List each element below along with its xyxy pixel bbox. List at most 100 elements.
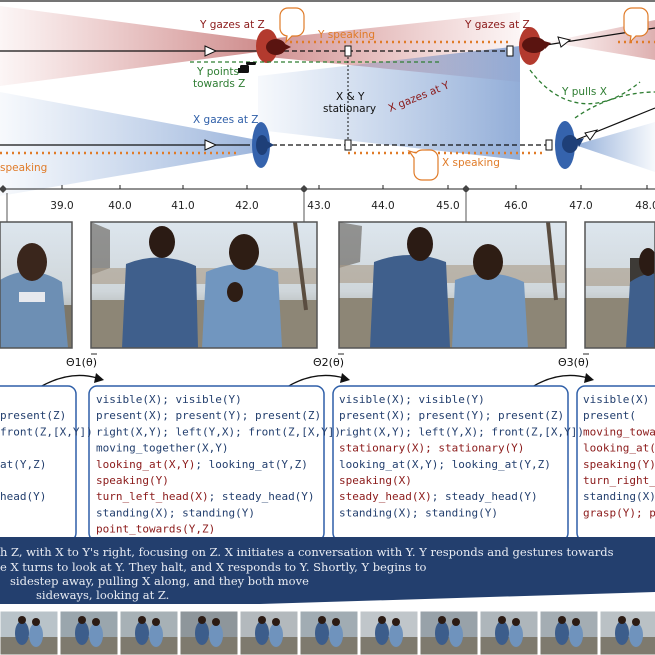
filmstrip-ground bbox=[240, 637, 298, 655]
predicate-line: front(Z,[X,Y]) bbox=[0, 425, 93, 438]
x-actor-head-1 bbox=[256, 135, 268, 155]
x-track-keyframe-2 bbox=[545, 139, 553, 151]
y-actor-head-2 bbox=[522, 37, 546, 53]
filmstrip-border bbox=[539, 610, 599, 655]
label-x-speaking-left: speaking bbox=[0, 162, 47, 174]
label-x-speaking-right: X speaking bbox=[442, 157, 500, 169]
predicate-line: head(Y) bbox=[0, 490, 46, 503]
filmstrip-border bbox=[359, 610, 419, 655]
photo-border-1 bbox=[90, 221, 318, 349]
y-actor-head-1 bbox=[266, 39, 286, 55]
filmstrip-ground bbox=[360, 637, 418, 655]
filmstrip-ground bbox=[120, 637, 178, 655]
y-speech-bubble-right bbox=[623, 7, 649, 44]
filmstrip-figure bbox=[629, 623, 643, 647]
filmstrip-ground bbox=[0, 637, 58, 655]
caption-line-3: sidestep away, pulling X along, and they… bbox=[10, 574, 309, 588]
caption-background bbox=[0, 537, 655, 604]
predicate-boxes: present(Z)front(Z,[X,Y])at(Y,Z)head(Y)vi… bbox=[0, 385, 655, 542]
y-track-arrow-1 bbox=[204, 45, 218, 57]
filmstrip-head bbox=[392, 618, 400, 626]
predicate-line: present( bbox=[583, 409, 636, 422]
predicate-line: present(Z) bbox=[0, 409, 66, 422]
y-actor-nose-1 bbox=[283, 43, 291, 51]
filmstrip-ground bbox=[480, 637, 538, 655]
filmstrip-figure bbox=[495, 621, 509, 645]
photo-frame-0 bbox=[0, 222, 72, 348]
filmstrip-head bbox=[438, 616, 446, 624]
axis-tick-label: 44.0 bbox=[371, 200, 394, 212]
predicate-line: speaking(Y) bbox=[583, 458, 655, 471]
filmstrip-head bbox=[138, 616, 146, 624]
x-track-arrow-1 bbox=[204, 139, 218, 151]
label-stationary-2: stationary bbox=[323, 103, 376, 115]
filmstrip-border bbox=[119, 610, 179, 655]
transition-arrowhead-2 bbox=[340, 373, 350, 383]
filmstrip bbox=[0, 610, 655, 655]
label-y-pulls-x: Y pulls X bbox=[561, 86, 607, 98]
y-speech-bubble bbox=[279, 7, 305, 44]
filmstrip-figure bbox=[89, 623, 103, 647]
y-gaze-cone-left bbox=[0, 6, 258, 86]
predicate-line: standing(X); standing(Y) bbox=[339, 506, 498, 519]
label-y-gazes-at-z-1: Y gazes at Z bbox=[199, 19, 265, 31]
predicate-line: visible(X) bbox=[583, 393, 649, 406]
transition-arrowhead-1 bbox=[94, 373, 104, 383]
filmstrip-figure bbox=[149, 623, 163, 647]
caption-line-2: e X turns to look at Y. They halt, and X… bbox=[0, 560, 426, 574]
theta-label: Θ3(θ) bbox=[558, 356, 589, 369]
transition-arrowhead-3 bbox=[584, 373, 594, 383]
filmstrip-border bbox=[0, 610, 59, 655]
filmstrip-border bbox=[599, 610, 655, 655]
filmstrip-figure bbox=[29, 623, 43, 647]
predicate-line: visible(X); visible(Y) bbox=[96, 393, 242, 406]
predicate-line: looking_at(X,Y); looking_at(Y,Z) bbox=[96, 458, 308, 471]
predicate-line: looking_at(X,Y); looking_at(Y,Z) bbox=[339, 458, 551, 471]
predicate-line: point_towards(Y,Z) bbox=[96, 523, 215, 536]
label-stationary-1: X & Y bbox=[336, 91, 365, 103]
frame-marker-2 bbox=[462, 185, 470, 193]
y-track-keyframe-2 bbox=[506, 45, 514, 57]
filmstrip-ground bbox=[420, 637, 478, 655]
predicate-line: steady_head(X); steady_head(Y) bbox=[339, 490, 538, 503]
filmstrip-border bbox=[179, 610, 239, 655]
label-y-points-2: towards Z bbox=[193, 78, 245, 90]
y-track-arrow-2 bbox=[557, 36, 572, 48]
filmstrip-head bbox=[258, 616, 266, 624]
filmstrip-head bbox=[18, 616, 26, 624]
photo-frames bbox=[0, 221, 655, 349]
filmstrip-figure bbox=[615, 621, 629, 645]
transition-arrow-1 bbox=[39, 374, 98, 388]
x-gaze-cone-right bbox=[575, 122, 655, 172]
filmstrip-ground bbox=[540, 637, 598, 655]
filmstrip-head bbox=[632, 618, 640, 626]
predicate-line: standing(X); standing(Y) bbox=[96, 506, 255, 519]
label-x-gazes-at-z: X gazes at Z bbox=[193, 114, 259, 126]
label-y-points-1: Y points bbox=[196, 66, 239, 78]
filmstrip-figure bbox=[15, 621, 29, 645]
theta-label: Θ1(θ) bbox=[66, 356, 97, 369]
filmstrip-figure bbox=[195, 621, 209, 645]
axis-tick-label: 39.0 bbox=[50, 200, 73, 212]
caption-line-1: h Z, with X to Y's right, focusing on Z.… bbox=[0, 545, 614, 559]
predicate-line: looking_at( bbox=[583, 442, 655, 455]
x-gaze-cone-left bbox=[0, 92, 258, 196]
filmstrip-head bbox=[318, 616, 326, 624]
axis-tick-label: 42.0 bbox=[235, 200, 258, 212]
filmstrip-figure bbox=[329, 623, 343, 647]
filmstrip-head bbox=[152, 618, 160, 626]
transition-arrow-3 bbox=[531, 374, 589, 388]
filmstrip-head bbox=[332, 618, 340, 626]
predicate-line: stationary(X); stationary(Y) bbox=[339, 442, 524, 455]
axis-tick-label: 45.0 bbox=[436, 200, 459, 212]
filmstrip-ground bbox=[60, 637, 118, 655]
transitions: Θ1(θ)Θ2(θ)Θ3(θ) bbox=[39, 353, 594, 388]
predicate-line: moving_towar bbox=[583, 425, 655, 438]
filmstrip-figure bbox=[389, 623, 403, 647]
x-actor-nose-1 bbox=[267, 141, 274, 149]
frame-marker-1 bbox=[300, 185, 308, 193]
x-speech-bubble bbox=[407, 149, 439, 181]
filmstrip-head bbox=[558, 616, 566, 624]
transition-arrow-2 bbox=[286, 374, 345, 388]
